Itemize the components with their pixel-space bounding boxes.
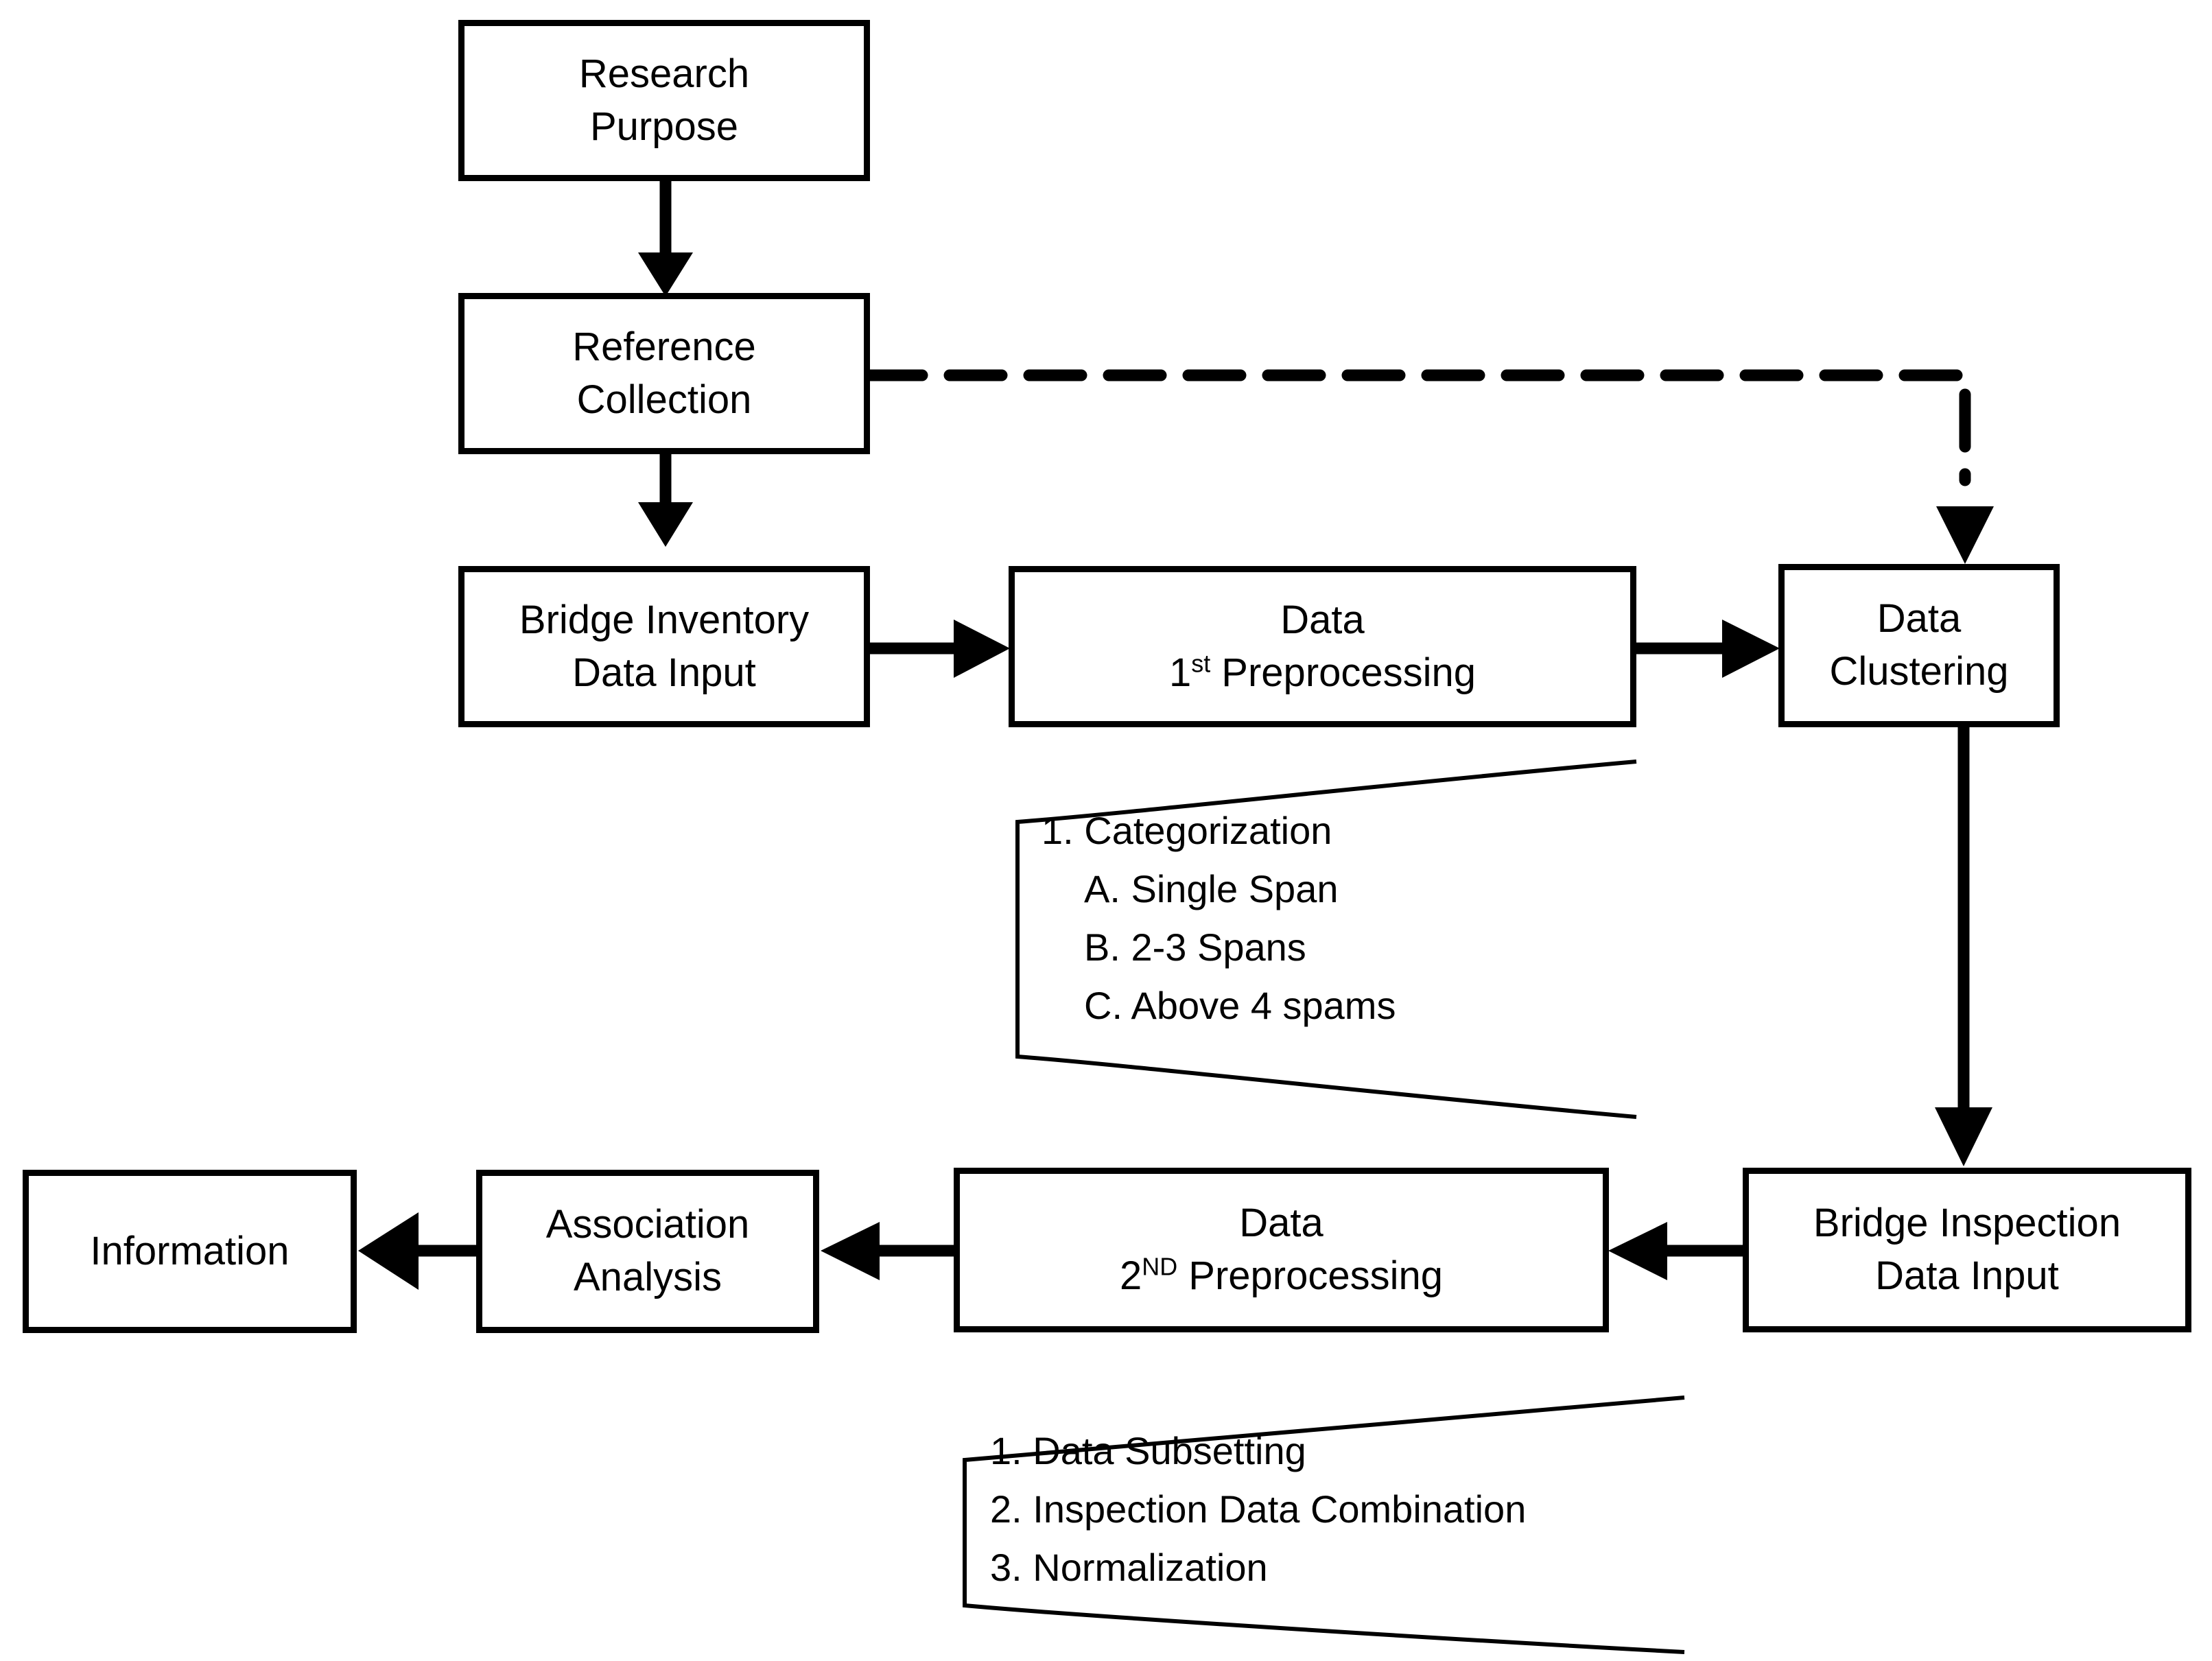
node-bridge-inventory-line-2: Data Input	[572, 650, 756, 695]
connector-clustering-to-inspection	[1935, 727, 1992, 1166]
sup-rest-preprocessing-1: Preprocessing	[1210, 650, 1476, 695]
sup-base-1st: 1	[1168, 650, 1192, 695]
node-bridge-inventory-data-input[interactable]: Bridge Inventory Data Input	[458, 566, 870, 727]
node-bridge-inspection-line-1: Bridge Inspection	[1813, 1201, 2121, 1246]
node-reference-collection-line-2: Collection	[576, 377, 752, 422]
bracket-categorization	[1015, 759, 1637, 1119]
connector-reference-to-inventory	[638, 453, 693, 547]
annotation-second-preprocessing-item-1: 1. Data Subsetting	[990, 1429, 1306, 1472]
node-research-purpose-line-2: Purpose	[589, 104, 739, 149]
bracket-second-preprocessing	[963, 1395, 1685, 1654]
node-data-clustering-line-1: Data	[1876, 596, 1962, 641]
annotation-categorization: 1. Categorization A. Single Span B. 2-3 …	[1042, 801, 1396, 1035]
annotation-categorization-item-3: B. 2-3 Spans	[1084, 926, 1306, 969]
node-data-clustering[interactable]: Data Clustering	[1778, 564, 2060, 727]
node-association-analysis[interactable]: Association Analysis	[476, 1170, 819, 1333]
node-information-line-1: Information	[90, 1228, 290, 1273]
connector-first-preprocessing-to-clustering	[1636, 620, 1780, 678]
sup-rest-preprocessing-2: Preprocessing	[1177, 1253, 1444, 1298]
sup-text-st: st	[1191, 649, 1211, 678]
sup-base-2nd: 2	[1119, 1253, 1142, 1298]
connector-inspection-to-second-preprocessing	[1608, 1222, 1743, 1280]
node-research-purpose[interactable]: Research Purpose	[458, 20, 870, 181]
annotation-second-preprocessing: 1. Data Subsetting 2. Inspection Data Co…	[990, 1422, 1526, 1597]
node-association-analysis-line-1: Association	[545, 1202, 750, 1247]
node-data-clustering-line-2: Clustering	[1829, 649, 2009, 694]
node-bridge-inventory-line-1: Bridge Inventory	[519, 597, 810, 642]
node-reference-collection[interactable]: Reference Collection	[458, 293, 870, 454]
annotation-categorization-item-4: C. Above 4 spams	[1084, 984, 1396, 1028]
node-data-second-preprocessing-line-2: 2ND Preprocessing	[1120, 1250, 1443, 1303]
connector-reference-to-clustering	[864, 369, 1994, 564]
connector-research-to-reference	[638, 180, 693, 296]
node-reference-collection-line-1: Reference	[572, 324, 756, 369]
connector-association-to-information	[358, 1212, 480, 1290]
connector-inventory-to-first-preprocessing	[870, 620, 1010, 678]
node-data-second-preprocessing[interactable]: Data 2ND Preprocessing	[954, 1168, 1609, 1332]
connector-second-preprocessing-to-association	[821, 1222, 955, 1280]
node-information[interactable]: Information	[23, 1170, 357, 1333]
annotation-second-preprocessing-item-3: 3. Normalization	[990, 1546, 1268, 1590]
node-bridge-inspection-line-2: Data Input	[1875, 1253, 2059, 1298]
annotation-categorization-item-2: A. Single Span	[1084, 867, 1339, 911]
node-data-first-preprocessing-line-1: Data	[1280, 597, 1365, 642]
node-data-second-preprocessing-line-1: Data	[1239, 1201, 1323, 1246]
sup-text-nd: ND	[1142, 1252, 1178, 1281]
annotation-categorization-item-1: 1. Categorization	[1042, 809, 1332, 852]
node-bridge-inspection-data-input[interactable]: Bridge Inspection Data Input	[1743, 1168, 2191, 1332]
node-data-first-preprocessing[interactable]: Data 1st Preprocessing	[1009, 566, 1636, 727]
annotation-second-preprocessing-item-2: 2. Inspection Data Combination	[990, 1487, 1527, 1531]
node-data-first-preprocessing-line-2: 1st Preprocessing	[1169, 647, 1476, 700]
node-research-purpose-line-1: Research	[578, 51, 750, 96]
node-association-analysis-line-2: Analysis	[574, 1255, 722, 1299]
